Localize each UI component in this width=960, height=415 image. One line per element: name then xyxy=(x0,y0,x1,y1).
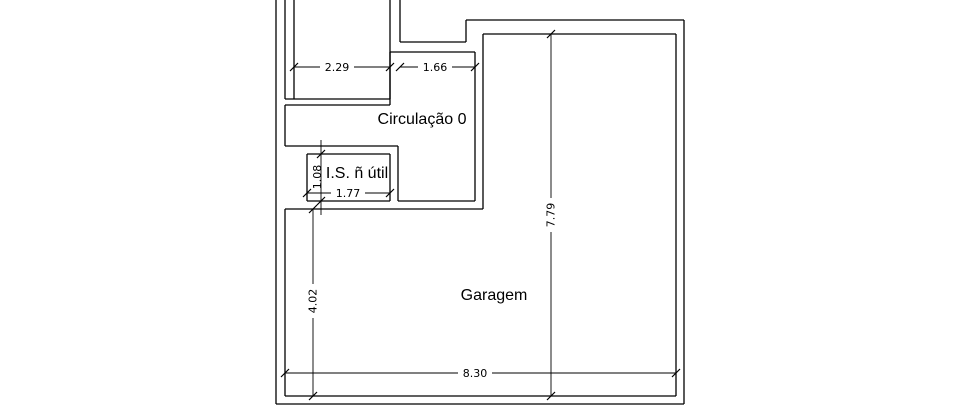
dimension-label-7-79: 7.79 xyxy=(545,203,558,228)
dimension-4-02: 4.02 xyxy=(306,204,320,401)
dimension-1-77: 1.77 xyxy=(302,186,395,200)
upper-room-wall xyxy=(284,0,391,100)
room-label-garagem: Garagem xyxy=(461,287,528,304)
outer-wall xyxy=(275,0,685,405)
dimension-label-1-08: 1.08 xyxy=(311,165,324,190)
room-label-is: I.S. ñ útil xyxy=(326,165,388,182)
dimension-1-08: 1.08 xyxy=(311,140,326,215)
dimension-label-2-29: 2.29 xyxy=(325,61,350,74)
dimension-label-1-77: 1.77 xyxy=(336,187,361,200)
dimension-label-4-02: 4.02 xyxy=(307,289,320,314)
dimension-7-79: 7.79 xyxy=(544,29,558,401)
dimension-8-30: 8.30 xyxy=(280,366,681,380)
corridor-wall xyxy=(284,51,476,202)
garage-wall xyxy=(284,33,677,397)
dimension-label-1-66: 1.66 xyxy=(423,61,448,74)
dimension-1-66: 1.66 xyxy=(395,60,480,74)
dimension-2-29: 2.29 xyxy=(289,60,395,74)
room-label-circulacao: Circulação 0 xyxy=(378,111,467,128)
dimension-label-8-30: 8.30 xyxy=(463,367,488,380)
